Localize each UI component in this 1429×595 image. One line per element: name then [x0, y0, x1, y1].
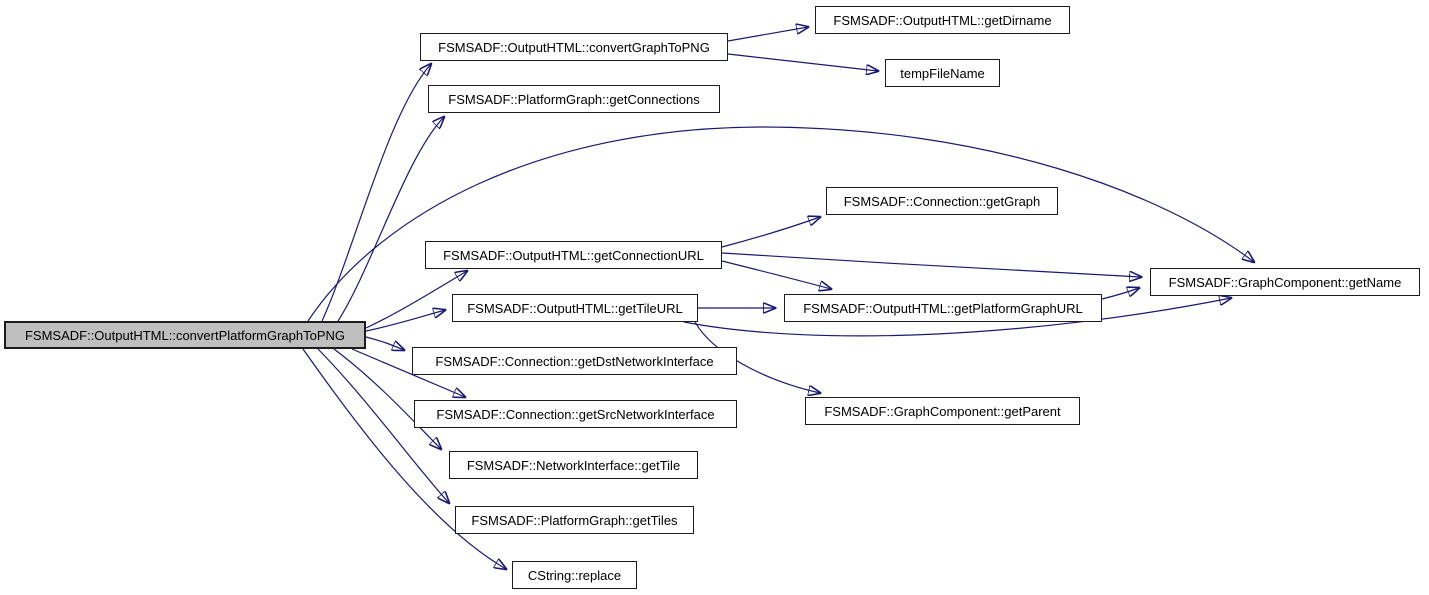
edge-main-to-getName [307, 126, 1254, 322]
edge-main-to-getConnectionURL [365, 271, 467, 329]
node-tempFileName[interactable]: tempFileName [885, 59, 1000, 87]
edge-main-to-getSrcNetworkInterface [351, 348, 465, 397]
edge-getConnectionURL-to-getPlatformGraphURL [721, 260, 831, 289]
edge-main-to-getDstNetworkInterface [365, 336, 404, 350]
edge-main-to-getTileURL [365, 310, 445, 332]
node-getTiles[interactable]: FSMSADF::PlatformGraph::getTiles [455, 506, 694, 534]
edge-main-to-getTiles [317, 348, 449, 503]
node-getParent[interactable]: FSMSADF::GraphComponent::getParent [805, 397, 1080, 425]
edge-main-to-convertGraphToPNG [321, 64, 431, 322]
node-getDirname[interactable]: FSMSADF::OutputHTML::getDirname [815, 6, 1070, 34]
node-convertGraphToPNG[interactable]: FSMSADF::OutputHTML::convertGraphToPNG [420, 33, 728, 61]
node-getConnectionURL[interactable]: FSMSADF::OutputHTML::getConnectionURL [425, 241, 722, 269]
edge-main-to-getConnections [337, 117, 444, 322]
node-getSrcNetworkInterface[interactable]: FSMSADF::Connection::getSrcNetworkInterf… [414, 400, 737, 428]
node-getGraph[interactable]: FSMSADF::Connection::getGraph [826, 187, 1058, 215]
edge-getPlatformGraphURL-to-getName [1101, 288, 1139, 300]
edge-convertGraphToPNG-to-getDirname [727, 27, 808, 42]
node-getTileURL[interactable]: FSMSADF::OutputHTML::getTileURL [452, 294, 698, 322]
node-getPlatformGraphURL[interactable]: FSMSADF::OutputHTML::getPlatformGraphURL [784, 294, 1102, 322]
edge-getTileURL-to-getName [683, 298, 1231, 337]
node-convertPlatformGraphToPNG[interactable]: FSMSADF::OutputHTML::convertPlatformGrap… [4, 321, 366, 349]
edge-convertGraphToPNG-to-tempFileName [727, 53, 878, 71]
node-replace[interactable]: CString::replace [512, 561, 637, 589]
edge-getConnectionURL-to-getGraph [721, 217, 820, 248]
edge-getTileURL-to-getParent [694, 321, 820, 393]
edge-main-to-replace [302, 348, 506, 569]
edge-getConnectionURL-to-getName [721, 252, 1141, 277]
edge-main-to-getTile [333, 348, 441, 449]
node-getDstNetworkInterface[interactable]: FSMSADF::Connection::getDstNetworkInterf… [412, 347, 737, 375]
node-getName[interactable]: FSMSADF::GraphComponent::getName [1150, 268, 1420, 296]
node-getTile[interactable]: FSMSADF::NetworkInterface::getTile [449, 451, 698, 479]
node-getConnections[interactable]: FSMSADF::PlatformGraph::getConnections [428, 85, 720, 113]
